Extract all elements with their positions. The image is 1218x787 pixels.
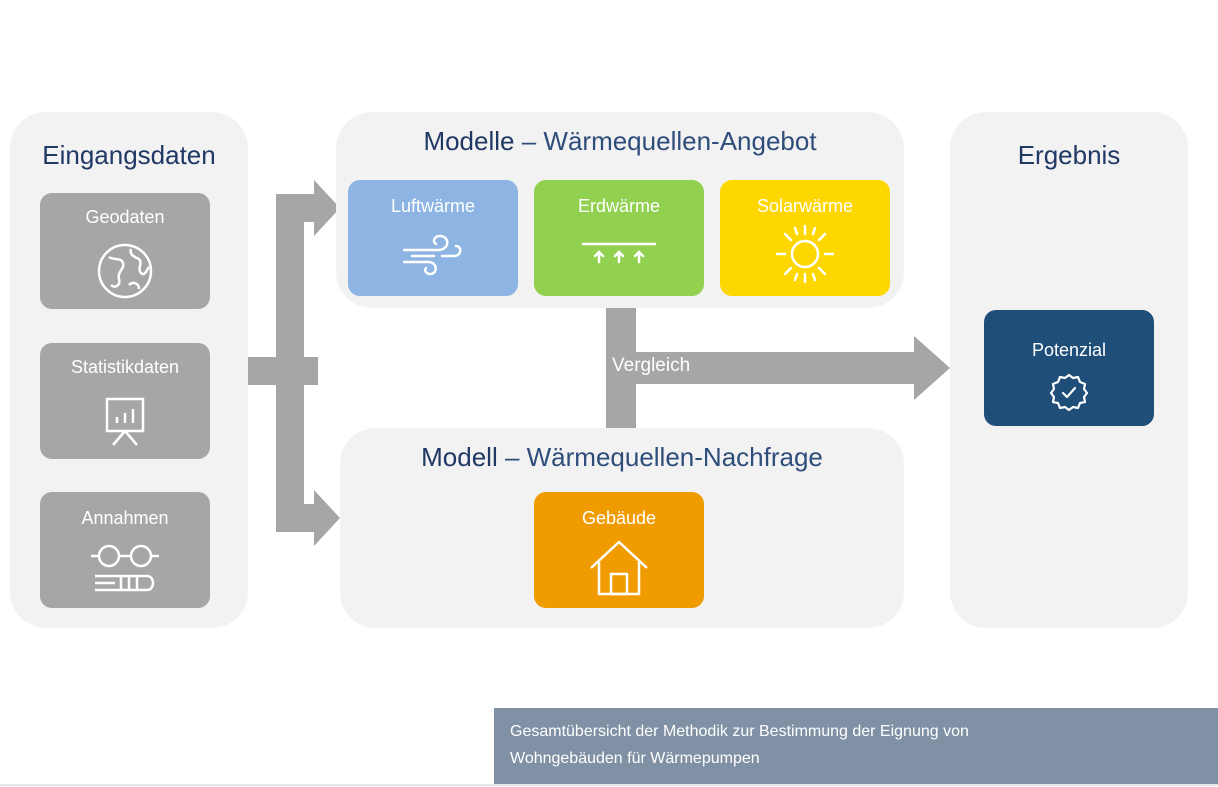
- supply-title-strong: Modelle: [423, 126, 515, 156]
- presentation-chart-icon: [105, 397, 145, 446]
- supply-tile-erdwaerme: Erdwärme: [534, 180, 704, 296]
- wind-icon: [402, 234, 462, 276]
- trunk-connector: [276, 202, 304, 532]
- upper-arrowhead: [314, 180, 340, 236]
- demand-title-strong: Modell: [421, 442, 498, 472]
- input-panel-title: Eingangsdaten: [42, 140, 216, 170]
- result-tile-label: Potenzial: [1031, 340, 1107, 360]
- supply-panel-title: Modelle – Wärmequellen-Angebot: [336, 126, 904, 157]
- result-panel-title: Ergebnis: [1017, 140, 1121, 170]
- comparison-label: Vergleich: [612, 355, 691, 376]
- supply-tile-luftwaerme: Luftwärme: [348, 180, 518, 296]
- supply-tile-solarwaerme: Solarwärme: [720, 180, 890, 296]
- upper-branch: [276, 194, 316, 222]
- demand-title-rest: – Wärmequellen-Nachfrage: [497, 442, 823, 472]
- input-panel: Eingangsdaten Geodaten Statistikdaten: [10, 112, 248, 628]
- caption-line-2: Wohngebäuden für Wärmepumpen: [510, 750, 760, 767]
- supply-tile-label: Luftwärme: [390, 196, 476, 216]
- result-tile-potenzial: Potenzial: [984, 310, 1154, 426]
- globe-icon: [97, 243, 153, 299]
- caption-line-1: Gesamtübersicht der Methodik zur Bestimm…: [510, 723, 969, 740]
- demand-panel-title: Modell – Wärmequellen-Nachfrage: [340, 442, 904, 473]
- supply-tile-label: Erdwärme: [577, 196, 661, 216]
- lower-branch: [276, 504, 316, 532]
- input-tile-label: Annahmen: [81, 508, 169, 528]
- demand-tile-label: Gebäude: [581, 508, 657, 528]
- input-tile-annahmen: Annahmen: [40, 492, 210, 608]
- supply-title-rest: – Wärmequellen-Angebot: [514, 126, 817, 156]
- badge-check-icon: [1049, 373, 1089, 412]
- ground-heat-icon: [581, 242, 657, 264]
- demand-model-panel: Modell – Wärmequellen-Nachfrage Gebäude: [340, 428, 904, 628]
- demand-tile-gebaeude: Gebäude: [534, 492, 704, 608]
- input-tile-geodaten: Geodaten: [40, 193, 210, 309]
- result-connector: [606, 352, 916, 384]
- result-arrowhead: [914, 336, 950, 400]
- supply-model-panel: Modelle – Wärmequellen-Angebot Luftwärme…: [336, 112, 904, 308]
- supply-tile-label: Solarwärme: [756, 196, 854, 216]
- sun-icon: [775, 224, 835, 284]
- lower-arrowhead: [314, 490, 340, 546]
- bottom-divider: [0, 784, 1218, 786]
- input-tile-label: Statistikdaten: [70, 357, 180, 377]
- input-tile-label: Geodaten: [85, 207, 165, 227]
- result-panel: Ergebnis Potenzial: [950, 112, 1188, 628]
- figure-caption: Gesamtübersicht der Methodik zur Bestimm…: [494, 708, 1218, 784]
- house-icon: [590, 540, 648, 596]
- input-tile-statistikdaten: Statistikdaten: [40, 343, 210, 459]
- glasses-book-icon: [91, 544, 159, 592]
